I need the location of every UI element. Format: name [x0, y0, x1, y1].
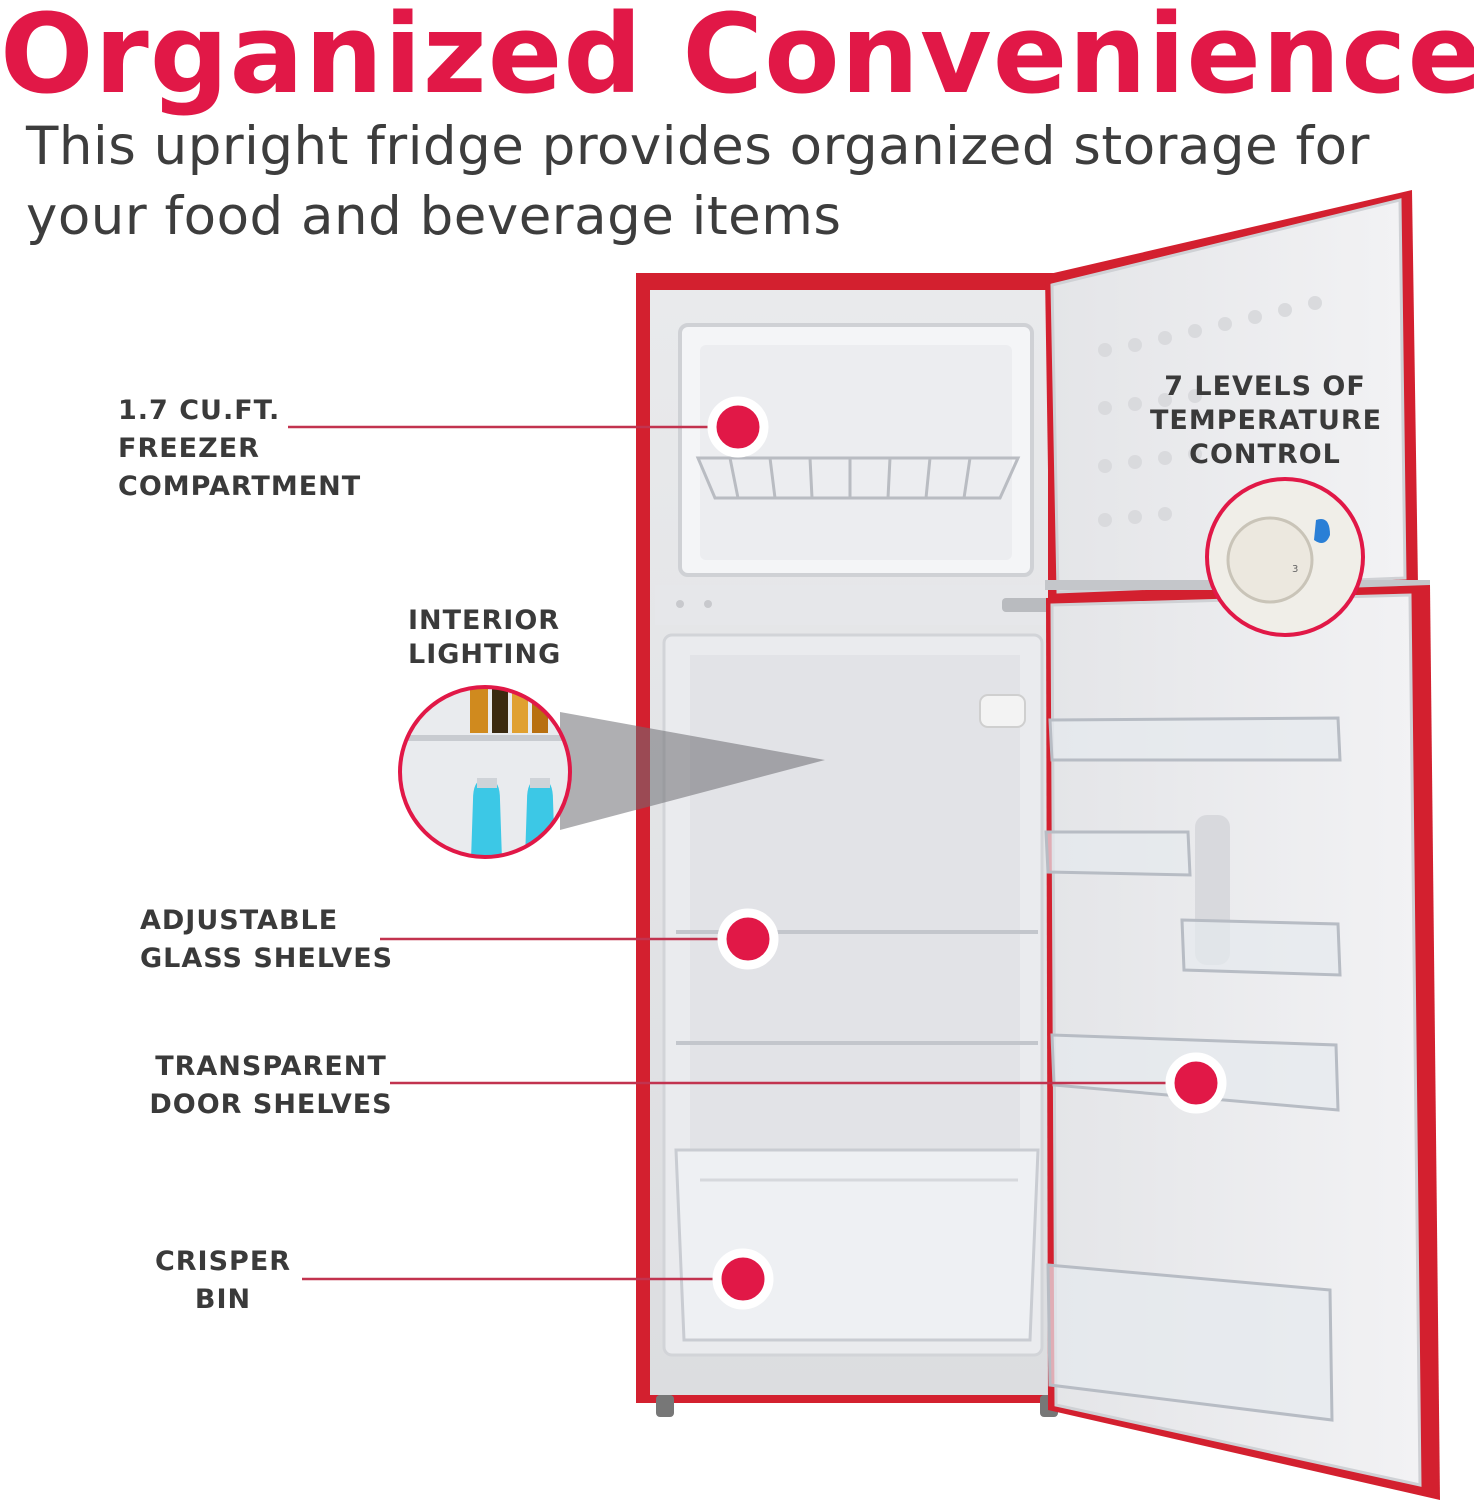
door-shelves-callout-line1: TRANSPARENT: [155, 1051, 387, 1082]
shelves-callout-line1: ADJUSTABLE: [140, 905, 339, 936]
lighting-callout-line1: INTERIOR: [408, 605, 561, 636]
temperature-callout-line3: CONTROL: [1189, 439, 1341, 470]
crisper-callout-line2: BIN: [194, 1284, 252, 1315]
fridge-foot: [656, 1395, 674, 1417]
temperature-callout: 7 LEVELS OF TEMPERATURE CONTROL: [1150, 370, 1383, 472]
page-title: Organized Convenience: [0, 0, 1474, 118]
svg-text:3: 3: [1292, 564, 1298, 575]
freezer-callout-line3: COMPARTMENT: [118, 471, 362, 502]
lighting-callout: INTERIOR LIGHTING: [408, 604, 561, 672]
temperature-dial-inset: 3: [1207, 479, 1363, 635]
interior-lighting-inset: [400, 687, 570, 857]
door-shelves-callout: TRANSPARENT DOOR SHELVES: [136, 1048, 406, 1124]
lighting-callout-line2: LIGHTING: [408, 639, 562, 670]
freezer-divider: [655, 585, 1045, 625]
freezer-door-dimples: [1098, 296, 1322, 527]
freezer-callout-line1: 1.7 CU.FT.: [118, 395, 281, 426]
shelves-callout: ADJUSTABLE GLASS SHELVES: [140, 902, 393, 978]
light-housing: [979, 694, 1026, 728]
page-subtitle: This upright fridge provides organized s…: [26, 116, 1370, 247]
door-shelf: [1044, 716, 1342, 1422]
temperature-callout-line1: 7 LEVELS OF: [1164, 371, 1366, 402]
freezer-callout: 1.7 CU.FT. FREEZER COMPARTMENT: [118, 392, 361, 506]
door-shelves-callout-line2: DOOR SHELVES: [149, 1089, 393, 1120]
crisper-callout: CRISPER BIN: [148, 1243, 298, 1319]
temperature-callout-line2: TEMPERATURE: [1150, 405, 1383, 436]
shelves-callout-line2: GLASS SHELVES: [140, 943, 394, 974]
freezer-callout-line2: FREEZER: [118, 433, 260, 464]
hotspot-marker: [707, 396, 1227, 1310]
magnifier-beam: [560, 712, 825, 830]
freezer-wire-rack: [695, 456, 1021, 500]
crisper-callout-line1: CRISPER: [154, 1246, 292, 1277]
